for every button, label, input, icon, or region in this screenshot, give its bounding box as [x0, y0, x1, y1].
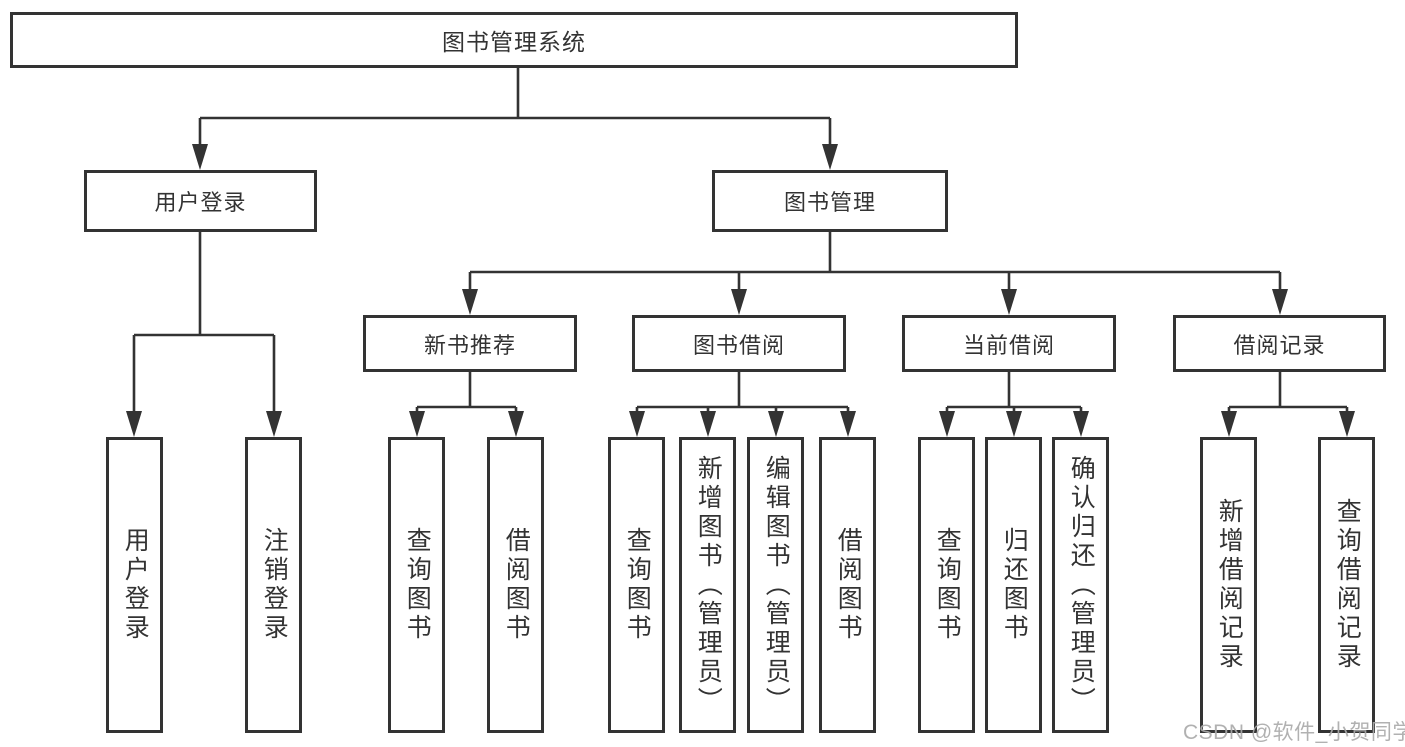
arrowhead-icon [409, 411, 425, 437]
node-cb-return-books-label: 归还图书 [1000, 527, 1029, 643]
node-current-borrow: 当前借阅 [902, 315, 1116, 372]
node-current-borrow-label: 当前借阅 [962, 332, 1055, 358]
node-nbr-borrow-books-label: 借阅图书 [502, 527, 531, 643]
edge-book-mgmt [468, 232, 1282, 293]
arrowhead-icon [126, 411, 142, 437]
node-bb-query-books-label: 查询图书 [623, 527, 652, 643]
arrowhead-icon [629, 411, 645, 437]
edge-borrow-record [1227, 372, 1349, 415]
node-br-query-record: 查询借阅记录 [1318, 437, 1375, 733]
edge-current-borrow [945, 372, 1083, 415]
node-leaf-user-login-label: 用户登录 [121, 527, 150, 643]
node-new-book-rec-label: 新书推荐 [423, 332, 516, 358]
node-bb-add-books-label: 新增图书（管理员） [694, 454, 723, 716]
node-cb-confirm-return-label: 确认归还（管理员） [1067, 454, 1096, 716]
node-book-mgmt: 图书管理 [712, 170, 948, 232]
node-user-login-label: 用户登录 [154, 190, 247, 215]
arrowhead-icon [1073, 411, 1089, 437]
node-root: 图书管理系统 [10, 12, 1018, 68]
edge-user-login [132, 232, 276, 415]
node-cb-query-books-label: 查询图书 [933, 527, 962, 643]
arrowhead-icon [1006, 411, 1022, 437]
node-root-label: 图书管理系统 [442, 29, 586, 55]
node-cb-query-books: 查询图书 [918, 437, 975, 733]
node-nbr-query-books-label: 查询图书 [403, 527, 432, 643]
arrowhead-icon [462, 289, 478, 315]
node-nbr-query-books: 查询图书 [388, 437, 445, 733]
edge-book-borrow [635, 372, 850, 415]
node-user-login: 用户登录 [84, 170, 317, 232]
arrowhead-icon [840, 411, 856, 437]
node-book-mgmt-label: 图书管理 [783, 190, 876, 215]
node-leaf-logout-label: 注销登录 [260, 527, 289, 643]
node-borrow-record: 借阅记录 [1173, 315, 1386, 372]
node-cb-return-books: 归还图书 [985, 437, 1042, 733]
arrowhead-icon [731, 289, 747, 315]
arrowhead-icon [939, 411, 955, 437]
node-br-add-record-label: 新增借阅记录 [1215, 498, 1244, 672]
node-book-borrow: 图书借阅 [632, 315, 846, 372]
node-br-query-record-label: 查询借阅记录 [1333, 498, 1362, 672]
node-leaf-user-login: 用户登录 [106, 437, 163, 733]
node-bb-borrow-books-label: 借阅图书 [834, 527, 863, 643]
arrowhead-icon [1221, 411, 1237, 437]
arrowhead-icon [1272, 289, 1288, 315]
arrowheads [126, 144, 1355, 437]
node-bb-query-books: 查询图书 [608, 437, 665, 733]
edge-root [198, 68, 832, 150]
node-bb-edit-books-label: 编辑图书（管理员） [762, 454, 791, 716]
arrowhead-icon [192, 144, 208, 170]
node-bb-borrow-books: 借阅图书 [819, 437, 876, 733]
node-cb-confirm-return: 确认归还（管理员） [1052, 437, 1109, 733]
node-book-borrow-label: 图书借阅 [692, 332, 785, 358]
arrowhead-icon [1339, 411, 1355, 437]
node-new-book-rec: 新书推荐 [363, 315, 577, 372]
node-nbr-borrow-books: 借阅图书 [487, 437, 544, 733]
node-leaf-logout: 注销登录 [245, 437, 302, 733]
node-bb-add-books: 新增图书（管理员） [679, 437, 736, 733]
node-bb-edit-books: 编辑图书（管理员） [747, 437, 804, 733]
node-borrow-record-label: 借阅记录 [1233, 332, 1326, 358]
edge-new-book-rec [415, 372, 518, 415]
node-br-add-record: 新增借阅记录 [1200, 437, 1257, 733]
arrowhead-icon [700, 411, 716, 437]
arrowhead-icon [266, 411, 282, 437]
arrowhead-icon [822, 144, 838, 170]
csdn-watermark: CSDN @软件_小贺同学 [1183, 721, 1405, 744]
arrowhead-icon [768, 411, 784, 437]
arrowhead-icon [1001, 289, 1017, 315]
arrowhead-icon [508, 411, 524, 437]
